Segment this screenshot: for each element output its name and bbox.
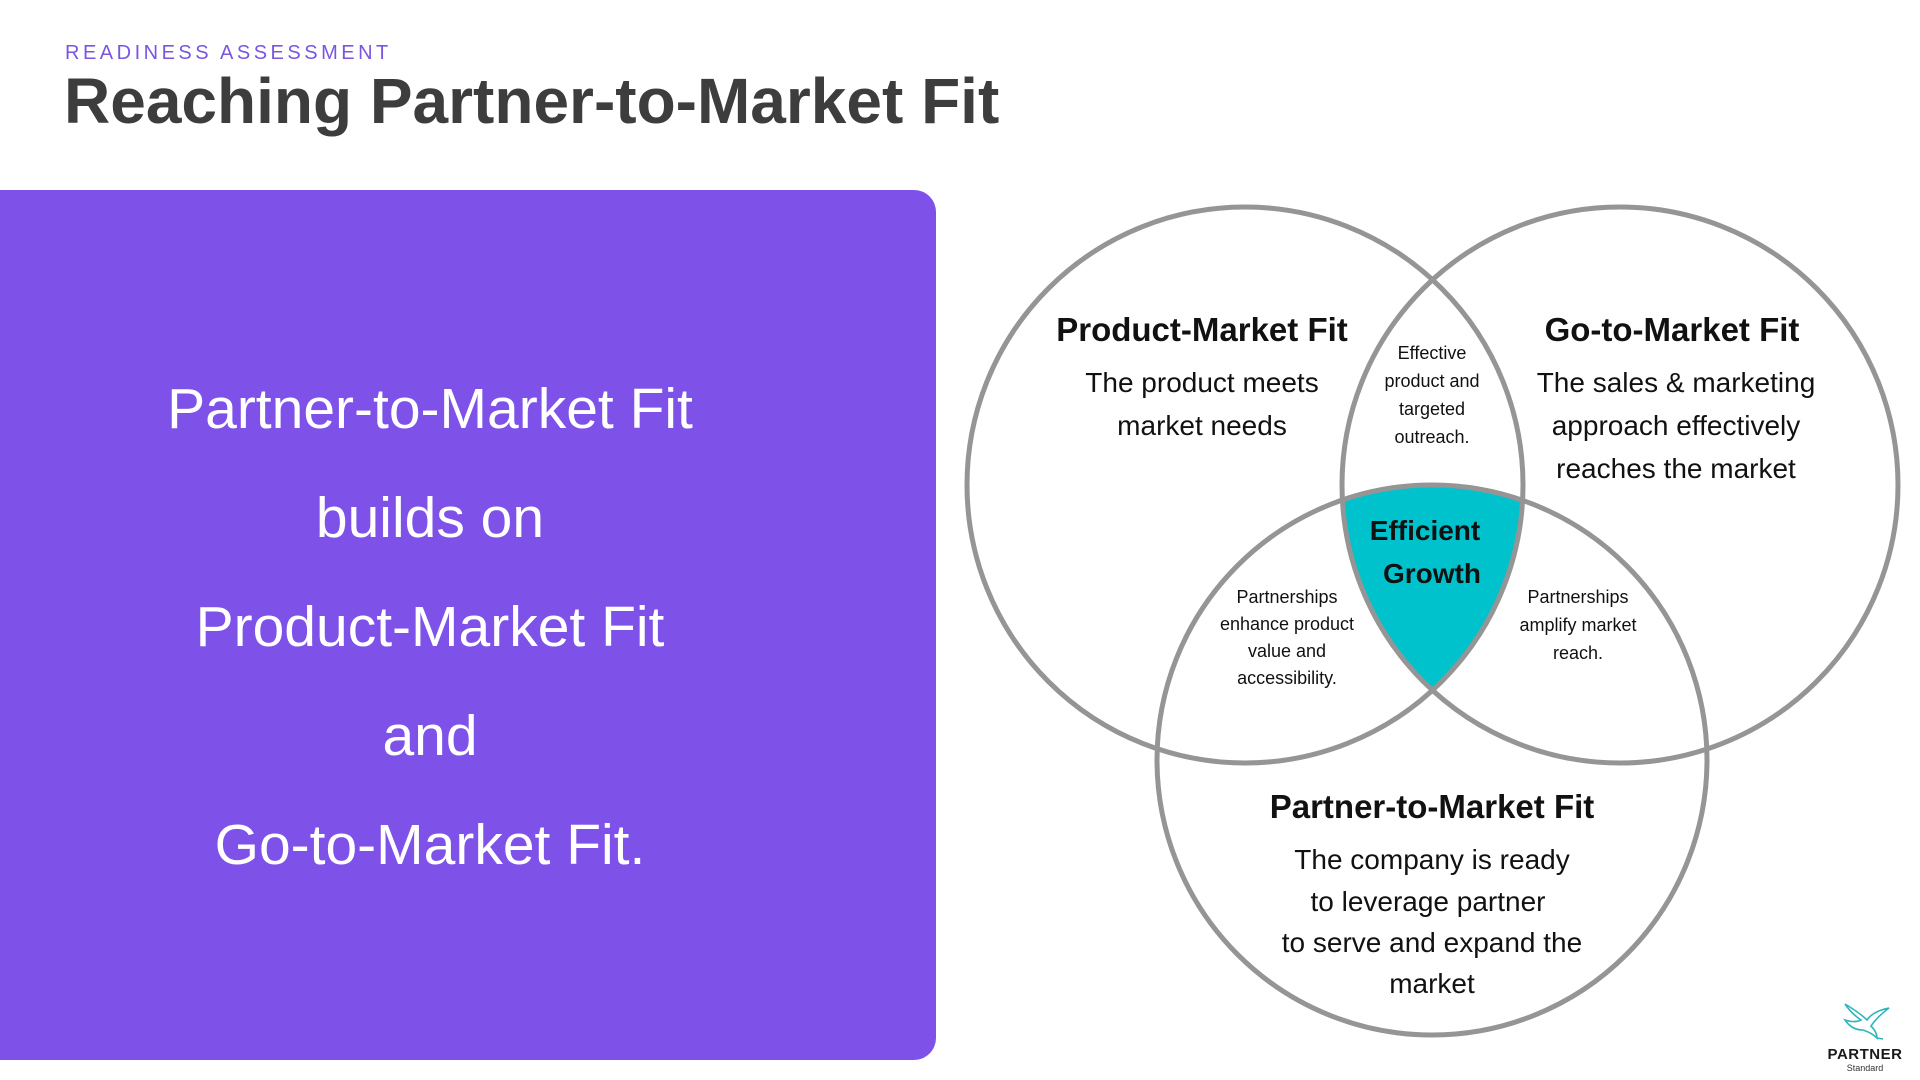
eyebrow-label: READINESS ASSESSMENT: [65, 42, 392, 64]
product-market-desc-line: The product meets: [1085, 367, 1318, 398]
center-label-line: Growth: [1383, 558, 1481, 589]
partner-to-market-desc-line: The company is ready: [1294, 844, 1569, 875]
partner-to-market-desc-line: to serve and expand the: [1282, 927, 1582, 958]
overlap-left-line: accessibility.: [1237, 668, 1337, 688]
go-to-market-desc-line: approach effectively: [1552, 410, 1801, 441]
overlap-right-line: amplify market: [1519, 615, 1636, 635]
product-market-title: Product-Market Fit: [1056, 311, 1348, 348]
summary-line: Partner-to-Market Fit: [167, 377, 693, 441]
product-market-circle: [964, 204, 1526, 766]
overlap-top-line: product and: [1384, 371, 1479, 391]
partner-to-market-circle: [1154, 482, 1710, 1038]
go-to-market-circle: [1339, 204, 1901, 766]
summary-line: and: [382, 704, 478, 768]
summary-line: Go-to-Market Fit.: [214, 813, 646, 877]
hummingbird-icon: [1843, 1003, 1890, 1040]
summary-line: Product-Market Fit: [195, 595, 665, 659]
page-title: Reaching Partner-to-Market Fit: [64, 65, 1000, 137]
overlap-top-line: targeted: [1399, 399, 1465, 419]
summary-panel: [0, 190, 936, 1060]
partner-standard-logo: PARTNER Standard: [1820, 1000, 1910, 1080]
logo-sub: Standard: [1846, 1063, 1884, 1073]
overlap-left-line: enhance product: [1220, 614, 1354, 634]
partner-to-market-desc-line: to leverage partner: [1310, 886, 1545, 917]
summary-statement: Partner-to-Market Fit builds on Product-…: [0, 355, 860, 900]
go-to-market-desc-line: reaches the market: [1556, 453, 1796, 484]
go-to-market-desc-line: The sales & marketing: [1537, 367, 1816, 398]
overlap-right-line: reach.: [1553, 643, 1603, 663]
go-to-market-title: Go-to-Market Fit: [1545, 311, 1800, 348]
summary-line: builds on: [315, 486, 545, 550]
product-market-desc-line: market needs: [1117, 410, 1287, 441]
overlap-top-line: outreach.: [1394, 427, 1469, 447]
center-label-line: Efficient: [1370, 515, 1480, 546]
partner-to-market-title: Partner-to-Market Fit: [1270, 788, 1595, 825]
logo-name: PARTNER: [1827, 1046, 1903, 1063]
overlap-left-line: Partnerships: [1236, 587, 1337, 607]
overlap-left-line: value and: [1248, 641, 1326, 661]
partner-to-market-desc-line: market: [1389, 968, 1475, 999]
overlap-right-line: Partnerships: [1527, 587, 1628, 607]
overlap-top-line: Effective: [1398, 343, 1467, 363]
